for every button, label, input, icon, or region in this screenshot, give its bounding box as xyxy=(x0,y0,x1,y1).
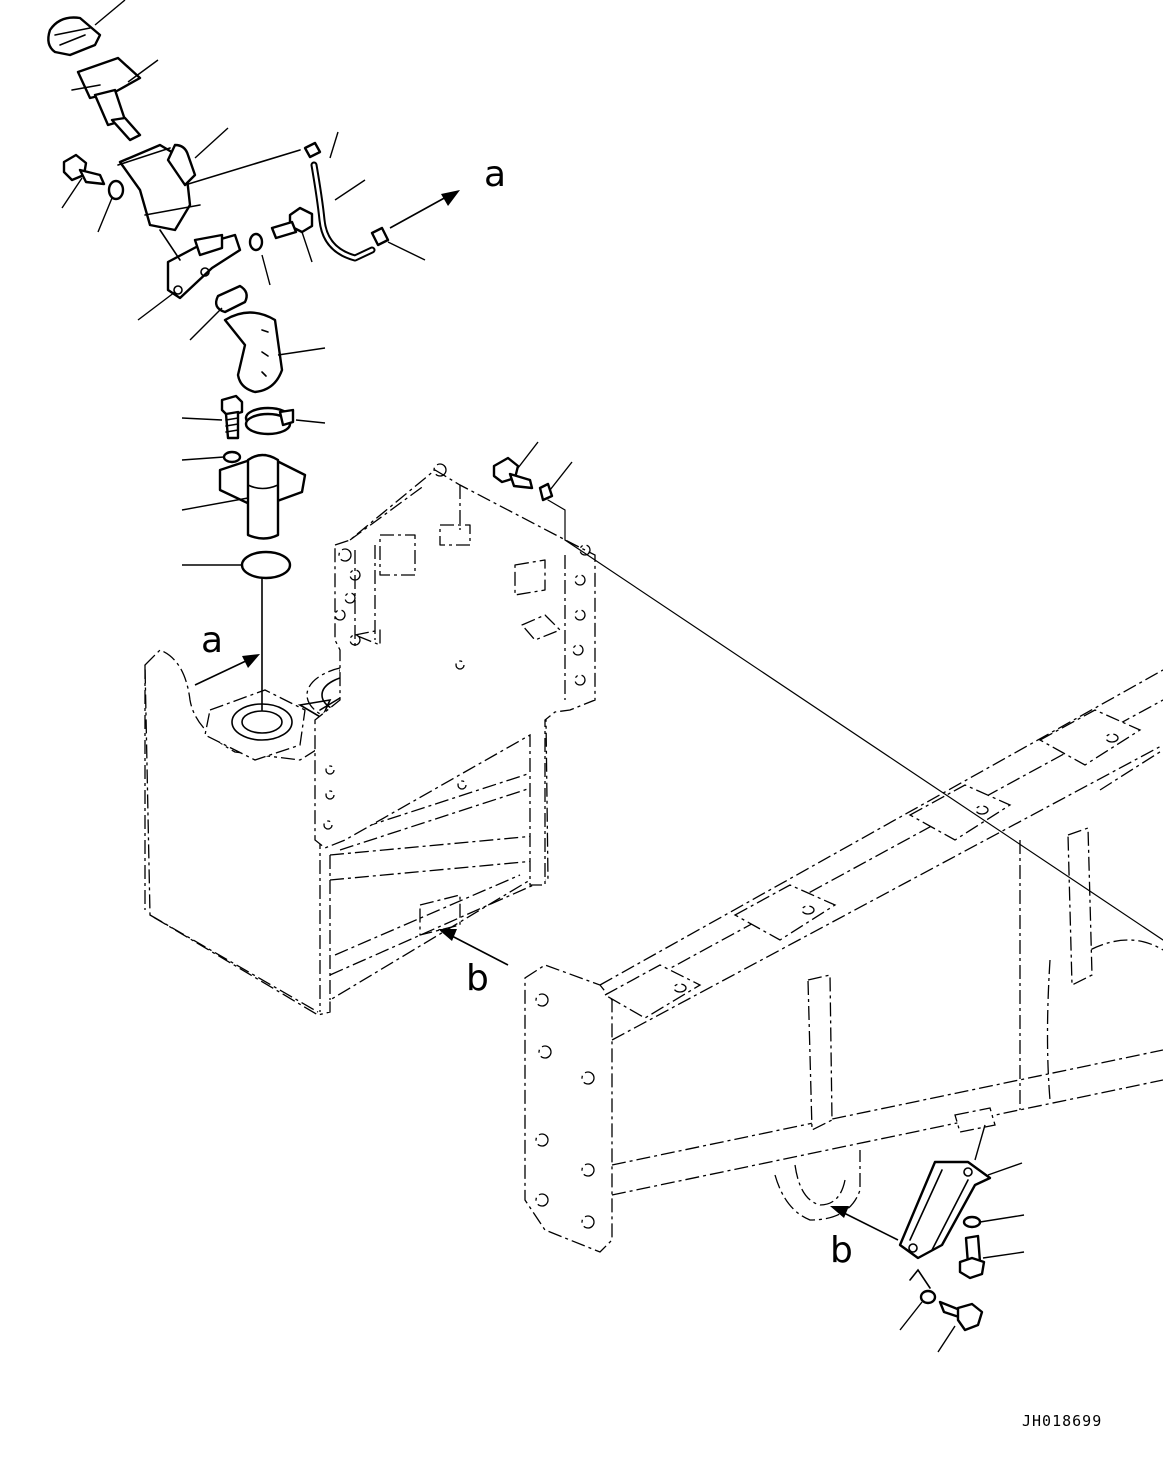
view-label-a-lower: a xyxy=(201,620,223,661)
filler-neck xyxy=(117,143,301,232)
view-arrow-a-upper xyxy=(389,190,460,229)
chassis-frame xyxy=(524,669,1163,1253)
hose-clip xyxy=(214,284,248,314)
support-bracket xyxy=(898,1124,992,1260)
leader-lines xyxy=(61,0,1025,1353)
bracket-lower-washer xyxy=(909,1268,937,1305)
bracket-lower-bolt xyxy=(938,1300,984,1332)
bracket-bolt xyxy=(958,1234,986,1280)
view-label-a-upper: a xyxy=(484,154,506,195)
view-label-b-lower: b xyxy=(830,1230,853,1271)
tank-bracket xyxy=(314,463,596,886)
breather-hose xyxy=(303,141,390,262)
view-arrow-a-lower xyxy=(194,654,260,686)
drawing-code: JH018699 xyxy=(1022,1412,1102,1430)
washer xyxy=(222,450,242,464)
mount-bolt-top xyxy=(492,456,1163,941)
o-ring xyxy=(240,550,292,711)
view-arrow-b-lower xyxy=(830,1206,899,1241)
rubber-hose xyxy=(223,311,284,394)
view-label-b-upper: b xyxy=(466,958,489,999)
mounting-bracket xyxy=(159,229,242,300)
view-arrow-b-upper xyxy=(438,929,509,966)
hose-clamp xyxy=(244,406,295,436)
strainer xyxy=(71,56,142,142)
flange-bolt xyxy=(220,394,244,440)
bolt-left xyxy=(62,153,125,201)
filler-cap xyxy=(47,16,102,57)
bolt-right xyxy=(248,206,314,252)
filler-flange xyxy=(218,453,307,540)
bracket-washer xyxy=(962,1215,982,1229)
